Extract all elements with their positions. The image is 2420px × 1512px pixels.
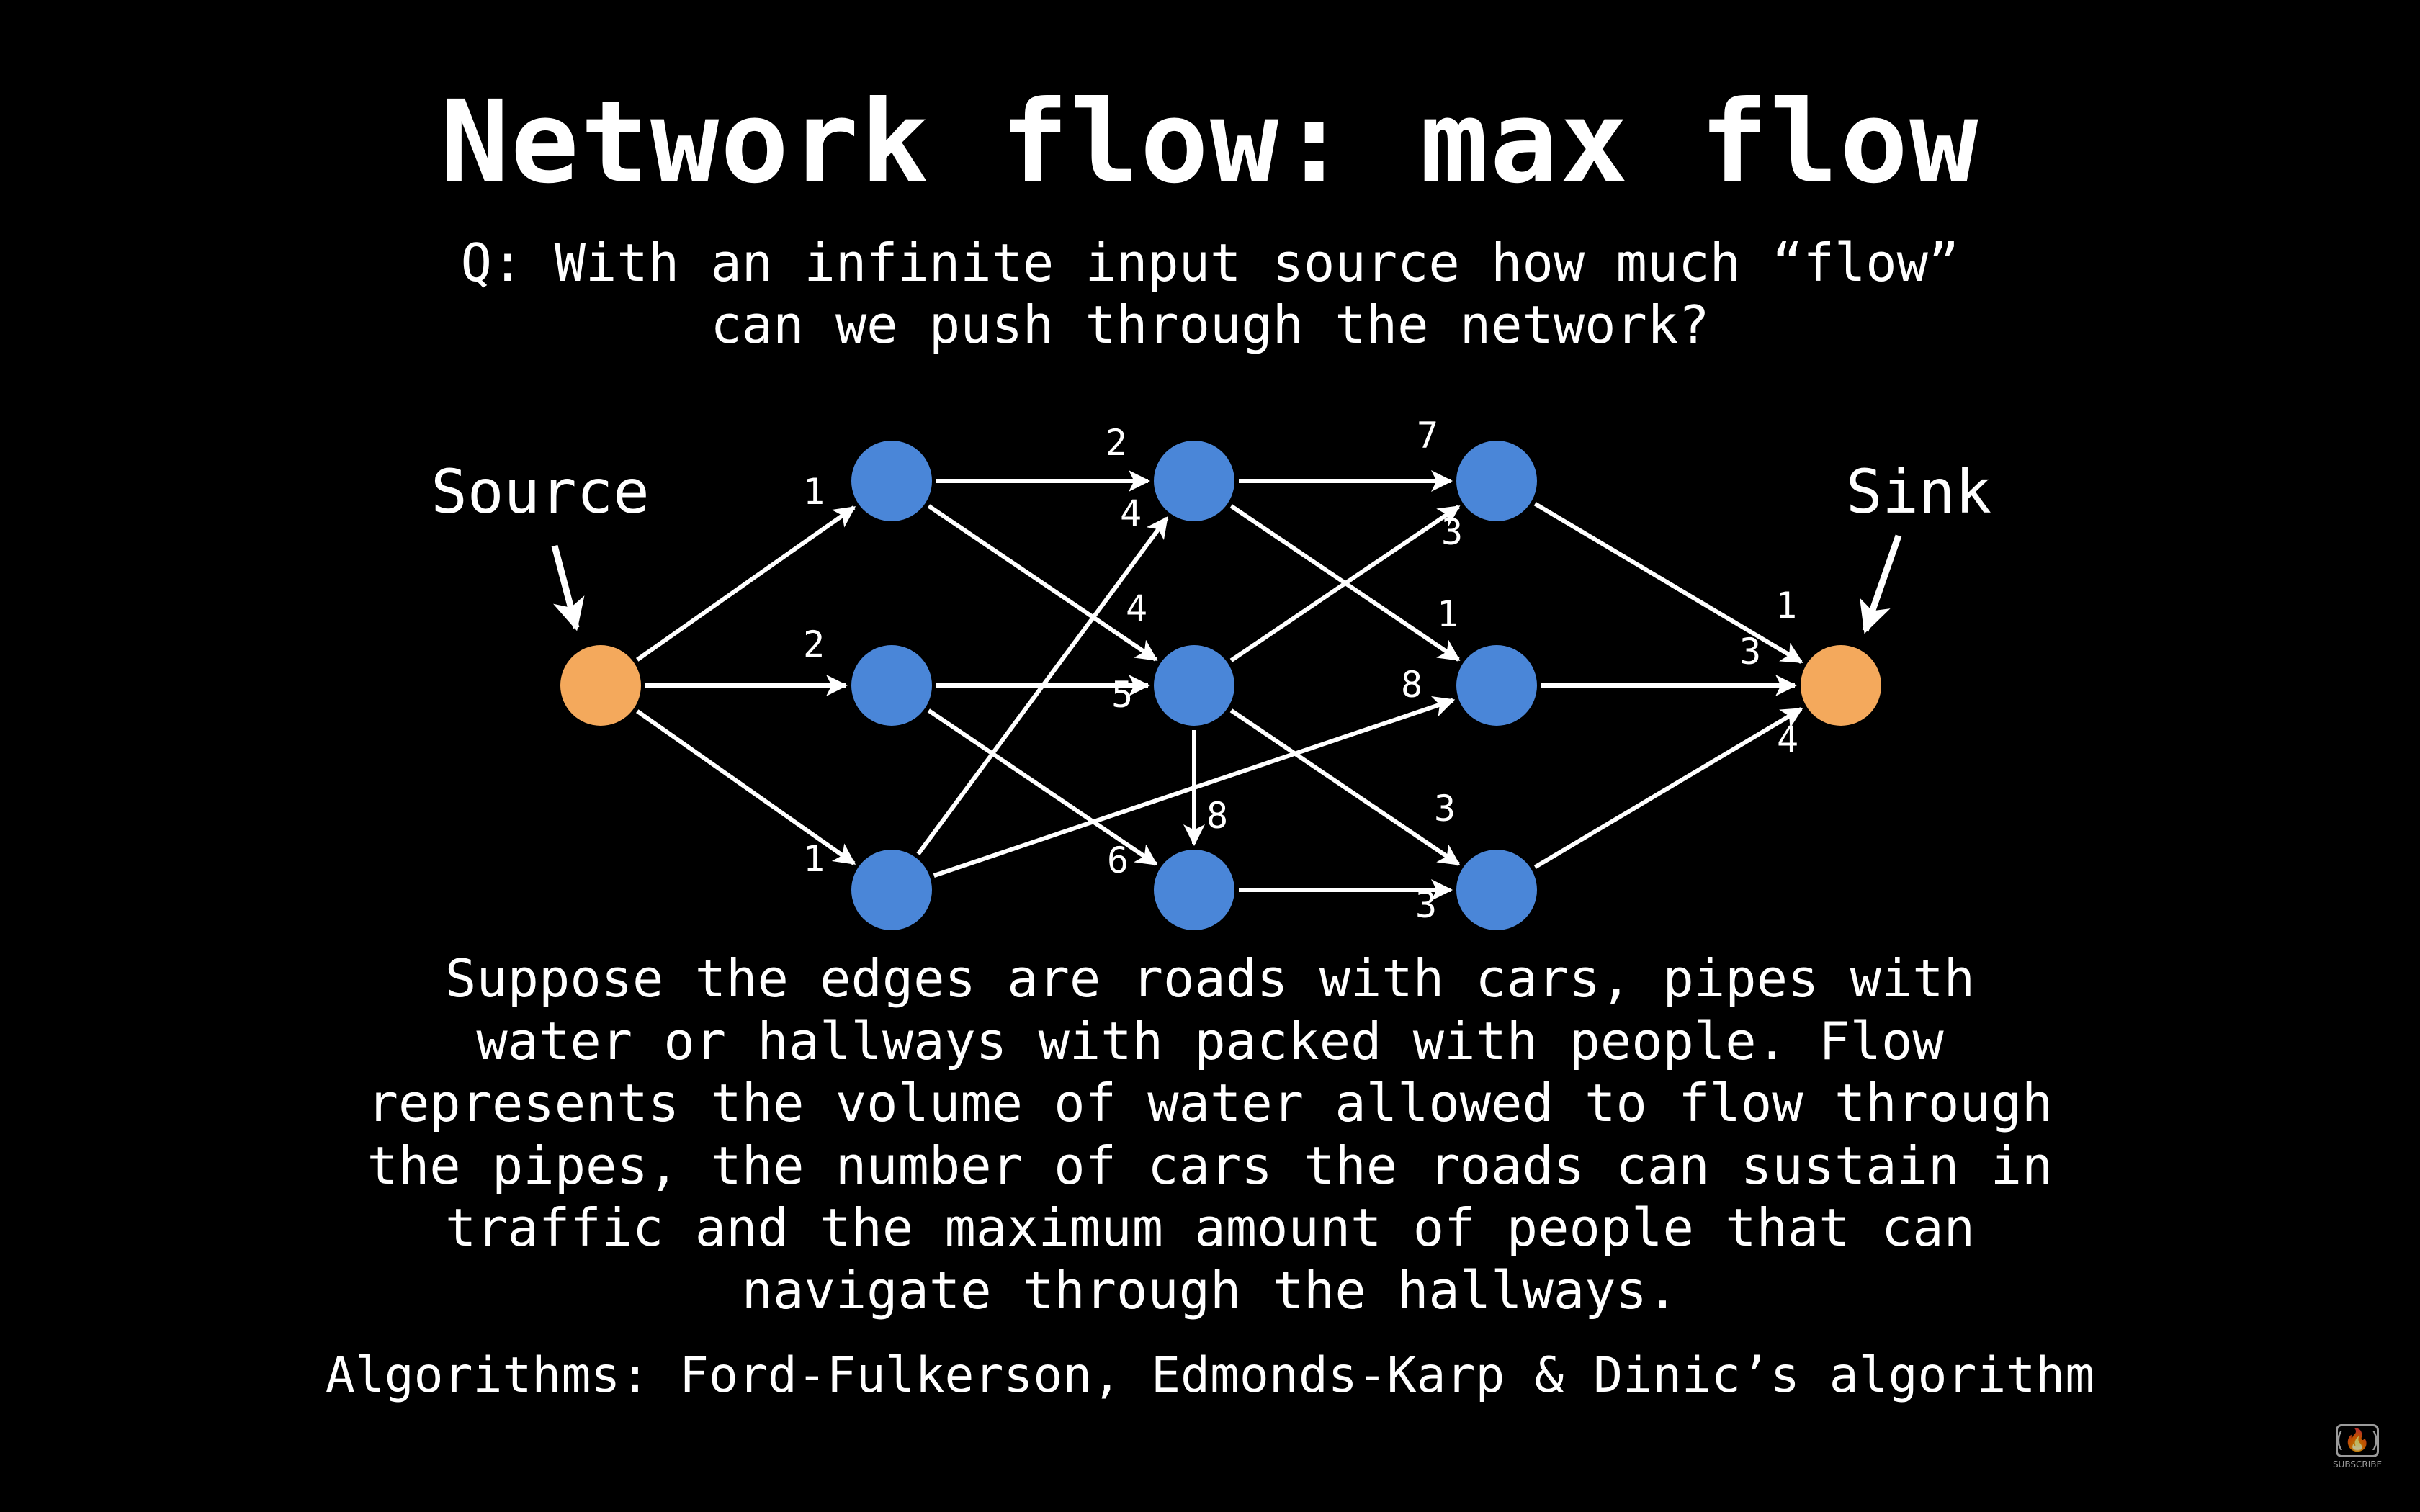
node-c1 <box>1456 441 1537 521</box>
slide-question: Q: With an infinite input source how muc… <box>460 233 1960 355</box>
algorithms-list: Algorithms: Ford-Fulkerson, Edmonds-Karp… <box>325 1347 2095 1404</box>
nodes-layer <box>560 441 1881 930</box>
source-node <box>560 645 641 726</box>
capacity-label-a1-b1: 2 <box>1106 422 1127 464</box>
sink-label: Sink <box>1846 456 1991 527</box>
capacity-label-a2-b3: 6 <box>1107 840 1129 881</box>
sink-node <box>1801 645 1881 726</box>
flame-icon: (🔥) <box>2336 1424 2379 1457</box>
subscribe-badge[interactable]: (🔥) SUBSCRIBE <box>2328 1420 2387 1475</box>
capacity-label-b2-c1: 3 <box>1441 511 1463 553</box>
subscribe-text: SUBSCRIBE <box>2332 1459 2383 1470</box>
capacity-label-c1-t: 1 <box>1775 585 1797 626</box>
sink-pointer-arrow <box>1860 534 1902 634</box>
capacity-label-b2-c3: 3 <box>1434 788 1456 829</box>
capacity-label-s-a2: 2 <box>803 624 825 665</box>
edge-a2-b3 <box>927 708 1158 866</box>
node-c2 <box>1456 645 1537 726</box>
capacity-label-b2-b3: 8 <box>1206 795 1228 837</box>
edge-b2-c1 <box>1229 505 1461 662</box>
capacity-label-s-a3: 1 <box>803 838 825 880</box>
capacity-label-c2-t: 3 <box>1739 631 1761 672</box>
edge-s-a1 <box>635 505 856 662</box>
capacity-label-b3-c3: 3 <box>1415 884 1437 926</box>
slide-description: Suppose the edges are roads with cars, p… <box>367 948 2053 1320</box>
slide-title: Network flow: max flow <box>440 76 1980 209</box>
node-a2 <box>851 645 932 726</box>
node-a3 <box>851 850 932 930</box>
capacity-label-a2-b2: 5 <box>1111 674 1133 716</box>
source-label: Source <box>431 456 649 527</box>
edge-a3-b1 <box>916 516 1169 855</box>
edge-s-a3 <box>635 709 856 865</box>
edge-c3-t <box>1533 707 1803 869</box>
edge-b2-c3 <box>1229 708 1461 866</box>
node-c3 <box>1456 850 1537 930</box>
edge-a1-b2 <box>927 504 1158 662</box>
node-a1 <box>851 441 932 521</box>
capacity-label-s-a1: 1 <box>803 471 825 513</box>
node-b1 <box>1154 441 1234 521</box>
node-b2 <box>1154 645 1234 726</box>
edge-c1-t <box>1533 502 1803 664</box>
capacity-label-a1-b2: 4 <box>1126 588 1147 629</box>
source-pointer-arrow <box>551 544 585 631</box>
edges-layer <box>635 470 1803 901</box>
capacity-label-b1-c2: 1 <box>1437 593 1458 635</box>
capacity-label-c3-t: 4 <box>1777 719 1798 760</box>
capacity-label-a3-b1: 4 <box>1120 492 1142 534</box>
capacity-label-b1-c1: 7 <box>1417 415 1438 456</box>
node-b3 <box>1154 850 1234 930</box>
capacity-label-a3-c2: 8 <box>1401 664 1422 706</box>
